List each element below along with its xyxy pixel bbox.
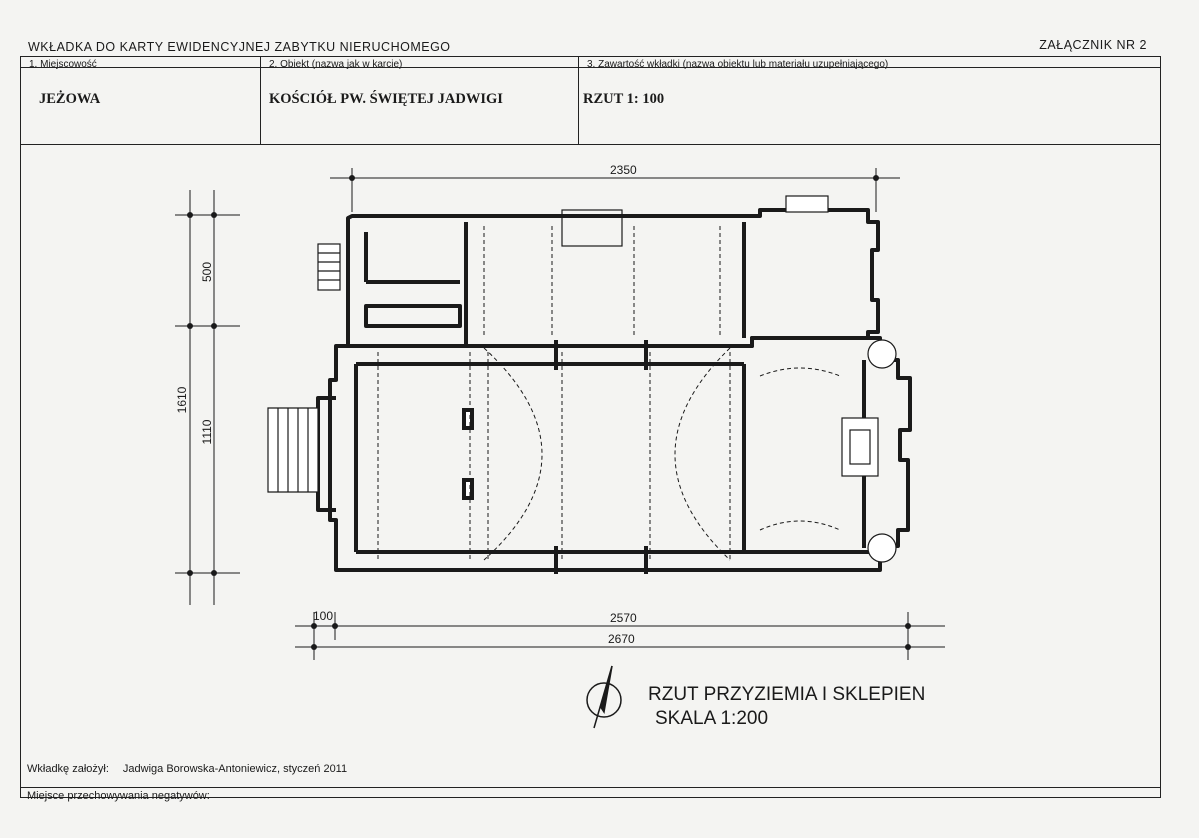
storage-label: Miejsce przechowywania negatywów: xyxy=(27,790,210,802)
dim-top-label: 2350 xyxy=(610,163,637,177)
plan-walls xyxy=(316,208,912,572)
dim-left-upper-label: 500 xyxy=(200,262,214,282)
storage-row: Miejsce przechowywania negatywów: xyxy=(27,790,224,802)
north-arrow-icon xyxy=(586,665,622,729)
field-value: KOŚCIÓŁ PW. ŚWIĘTEJ JADWIGI xyxy=(269,91,503,107)
form-title: WKŁADKA DO KARTY EWIDENCYJNEJ ZABYTKU NI… xyxy=(28,40,451,54)
footer-divider xyxy=(21,787,1160,788)
author-label: Wkładkę założył: xyxy=(27,763,109,775)
field-value: JEŻOWA xyxy=(39,91,101,107)
field-object: 2. Obiekt (nazwa jak w karcie) KOŚCIÓŁ P… xyxy=(261,57,579,144)
field-content: 3. Zawartość wkładki (nazwa obiektu lub … xyxy=(579,57,1162,144)
field-label: 2. Obiekt (nazwa jak w karcie) xyxy=(269,59,403,70)
author-row: Wkładkę założył: Jadwiga Borowska-Antonie… xyxy=(27,763,347,775)
header-bottom-divider xyxy=(21,144,1160,145)
annex-number: ZAŁĄCZNIK NR 2 xyxy=(1039,38,1147,52)
plan-title: RZUT PRZYZIEMIA I SKLEPIEN xyxy=(648,684,925,705)
dim-bottom-total-label: 2670 xyxy=(608,632,635,646)
form-frame: 1. Miejscowość JEŻOWA 2. Obiekt (nazwa j… xyxy=(20,56,1162,802)
header-divider xyxy=(21,67,1160,68)
dim-left-total-label: 1610 xyxy=(175,386,189,413)
author-value: Jadwiga Borowska-Antoniewicz, styczeń 20… xyxy=(122,763,348,775)
field-label: 1. Miejscowość xyxy=(29,59,97,70)
field-value: RZUT 1: 100 xyxy=(583,91,665,107)
field-label: 3. Zawartość wkładki (nazwa obiektu lub … xyxy=(587,59,889,70)
plan-scale: SKALA 1:200 xyxy=(655,708,768,729)
dim-bottom-inner-label: 2570 xyxy=(610,611,637,625)
dim-bottom-small-label: 100 xyxy=(313,609,333,623)
stairs-and-altar xyxy=(267,195,897,563)
vault-lines xyxy=(377,226,841,561)
dim-left-lower-label: 1110 xyxy=(200,419,214,444)
plan-pillars xyxy=(462,340,648,574)
field-locality: 1. Miejscowość JEŻOWA xyxy=(21,57,261,144)
